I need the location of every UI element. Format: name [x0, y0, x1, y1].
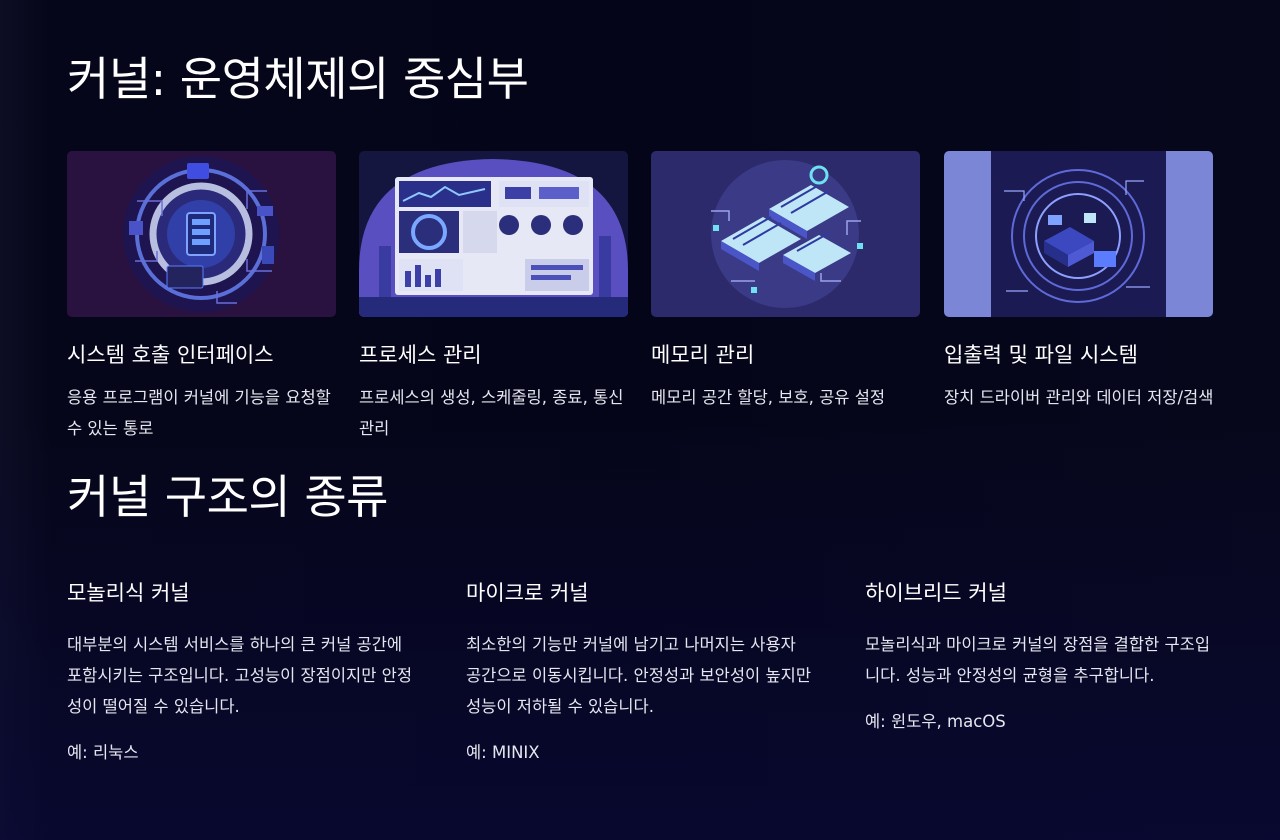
kernel-type-monolithic: 모놀리식 커널 대부분의 시스템 서비스를 하나의 큰 커널 공간에 포함시키는…: [67, 580, 417, 764]
cpu-circuit-icon: [67, 151, 336, 317]
card-title: 입출력 및 파일 시스템: [944, 343, 1138, 367]
kernel-type-micro: 마이크로 커널 최소한의 기능만 커널에 남기고 나머지는 사용자 공간으로 이…: [466, 580, 816, 764]
file-system-icon: [944, 151, 1213, 317]
feature-card-io-filesystem: 입출력 및 파일 시스템 장치 드라이버 관리와 데이터 저장/검색: [944, 151, 1213, 413]
kernel-type-title: 하이브리드 커널: [865, 581, 1007, 605]
card-title: 메모리 관리: [651, 343, 755, 367]
card-description: 프로세스의 생성, 스케줄링, 종료, 통신 관리: [359, 388, 624, 439]
kernel-type-description: 최소한의 기능만 커널에 남기고 나머지는 사용자 공간으로 이동시킵니다. 안…: [466, 635, 812, 717]
kernel-type-description: 모놀리식과 마이크로 커널의 장점을 결합한 구조입니다. 성능과 안정성의 균…: [865, 635, 1211, 686]
kernel-type-title: 마이크로 커널: [466, 581, 589, 605]
process-dashboard-icon: [359, 151, 628, 317]
kernel-type-description: 대부분의 시스템 서비스를 하나의 큰 커널 공간에 포함시키는 구조입니다. …: [67, 635, 413, 717]
kernel-type-example: 예: MINIX: [466, 743, 540, 763]
feature-card-system-call: 시스템 호출 인터페이스 응용 프로그램이 커널에 기능을 요청할 수 있는 통…: [67, 151, 336, 444]
feature-card-process: 프로세스 관리 프로세스의 생성, 스케줄링, 종료, 통신 관리: [359, 151, 628, 444]
kernel-type-example: 예: 리눅스: [67, 743, 139, 763]
card-title: 시스템 호출 인터페이스: [67, 343, 274, 367]
kernel-type-example: 예: 윈도우, macOS: [865, 712, 1006, 732]
section-title: 커널 구조의 종류: [67, 470, 388, 524]
card-description: 응용 프로그램이 커널에 기능을 요청할 수 있는 통로: [67, 388, 331, 439]
card-title: 프로세스 관리: [359, 343, 482, 367]
memory-chips-icon: [651, 151, 920, 317]
card-description: 장치 드라이버 관리와 데이터 저장/검색: [944, 388, 1214, 408]
page-title: 커널: 운영체제의 중심부: [67, 52, 529, 106]
kernel-type-title: 모놀리식 커널: [67, 581, 190, 605]
card-description: 메모리 공간 할당, 보호, 공유 설정: [651, 388, 886, 408]
kernel-type-hybrid: 하이브리드 커널 모놀리식과 마이크로 커널의 장점을 결합한 구조입니다. 성…: [865, 580, 1215, 733]
feature-card-memory: 메모리 관리 메모리 공간 할당, 보호, 공유 설정: [651, 151, 920, 413]
